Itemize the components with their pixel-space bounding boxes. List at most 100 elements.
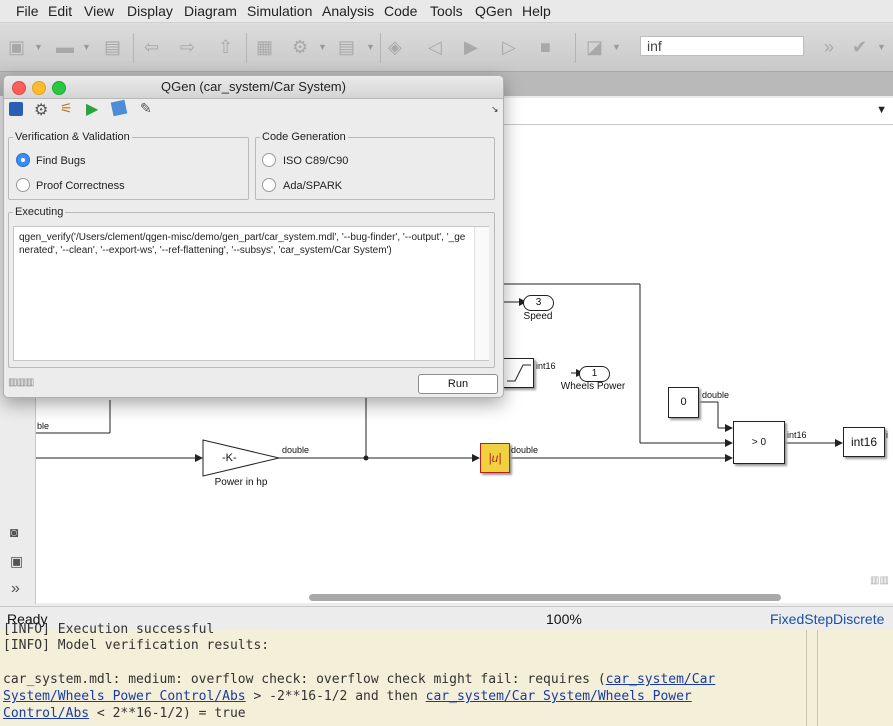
find-bugs-radio[interactable] — [16, 153, 30, 167]
horizontal-scrollbar[interactable] — [309, 594, 781, 601]
find-bugs-label[interactable]: Find Bugs — [36, 155, 86, 167]
up-icon[interactable]: ⇧ — [218, 37, 234, 57]
menu-view[interactable]: View — [84, 3, 115, 19]
dialog-titlebar[interactable]: QGen (car_system/Car System) — [4, 76, 503, 99]
switch-block[interactable]: > 0 — [733, 421, 785, 464]
signal-type-label: ble — [37, 421, 50, 431]
console-panel: [INFO] Execution successful [INFO] Model… — [0, 622, 893, 726]
console-line: car_system.mdl: medium: overflow check: … — [3, 672, 715, 687]
console-line: [INFO] Model verification results: — [3, 638, 270, 653]
wrench-icon[interactable]: ✎ — [140, 100, 152, 116]
resize-grip-icon[interactable]: ▥▥ — [870, 575, 889, 586]
signal-lines — [36, 283, 843, 477]
outport-wheels-power[interactable]: 1 — [579, 366, 610, 382]
library-browser-icon[interactable]: ▦ — [256, 37, 274, 57]
command-output[interactable]: qgen_verify('/Users/clement/qgen-misc/de… — [13, 226, 489, 361]
convert-block[interactable]: int16 — [843, 427, 885, 457]
console-text: < 2**16-1/2) = true — [89, 706, 246, 721]
abs-block[interactable]: |u| — [480, 443, 510, 473]
chevron-down-icon[interactable]: ▼ — [82, 42, 91, 52]
menu-diagram[interactable]: Diagram — [184, 3, 237, 19]
ada-spark-radio[interactable] — [262, 178, 276, 192]
back-icon[interactable]: ⇦ — [144, 37, 160, 57]
proof-correctness-radio[interactable] — [16, 178, 30, 192]
chevron-down-icon[interactable]: ▼ — [366, 42, 375, 52]
ada-spark-label[interactable]: Ada/SPARK — [283, 180, 343, 192]
stop-time-input[interactable]: inf — [640, 36, 804, 56]
iso-c-radio[interactable] — [262, 153, 276, 167]
hierarchy-icon[interactable]: ⚟ — [60, 100, 73, 116]
menu-bar: File Edit View Display Diagram Simulatio… — [0, 0, 893, 23]
gear-icon[interactable]: ⚙ — [34, 102, 49, 119]
save-icon[interactable]: ▤ — [104, 37, 122, 57]
signal-type-label: int16 — [536, 361, 556, 371]
console-line: System/Wheels Power Control/Abs > -2**16… — [3, 689, 692, 704]
verification-legend: Verification & Validation — [15, 131, 130, 143]
stop-icon[interactable]: ■ — [540, 37, 551, 57]
model-path-bar[interactable]: ▼ — [503, 98, 893, 125]
play-icon[interactable]: ▶ — [86, 101, 99, 118]
outport-wheels-power-label: Wheels Power — [560, 381, 626, 392]
open-folder-icon[interactable]: ▬ — [56, 37, 74, 57]
camera-icon[interactable]: ◙ — [10, 524, 19, 540]
scope-icon[interactable]: ◪ — [586, 37, 604, 57]
step-back-icon[interactable]: ◁ — [428, 37, 442, 57]
iso-c-label[interactable]: ISO C89/C90 — [283, 155, 349, 167]
menu-display[interactable]: Display — [127, 3, 173, 19]
chevron-down-icon[interactable]: ▼ — [34, 42, 43, 52]
chevron-down-icon[interactable]: ▼ — [876, 104, 887, 116]
menu-help[interactable]: Help — [522, 3, 551, 19]
signal-type-label: double — [282, 445, 310, 455]
menu-qgen[interactable]: QGen — [475, 3, 513, 19]
chevron-down-icon[interactable]: ▼ — [318, 42, 327, 52]
console-link[interactable]: System/Wheels Power Control/Abs — [3, 689, 246, 704]
report-icon[interactable] — [110, 99, 128, 117]
run-button[interactable]: Run — [418, 374, 498, 394]
minimize-window-button[interactable] — [32, 81, 46, 95]
command-scrollbar[interactable] — [474, 227, 489, 360]
save-icon[interactable] — [9, 102, 23, 116]
outport-speed[interactable]: 3 — [523, 295, 554, 311]
code-generation-legend: Code Generation — [262, 131, 346, 143]
proof-correctness-label[interactable]: Proof Correctness — [36, 180, 125, 192]
debug-icon[interactable]: ◈ — [388, 37, 402, 57]
status-text: Ready — [7, 611, 48, 627]
menu-analysis[interactable]: Analysis — [322, 3, 375, 19]
model-explorer-icon[interactable]: ▤ — [338, 37, 356, 57]
run-icon[interactable]: ▶ — [464, 37, 478, 57]
signal-type-label: double — [511, 445, 539, 455]
console-text: > -2**16-1/2 and then — [245, 689, 426, 704]
constant-block[interactable]: 0 — [668, 387, 699, 418]
console-link[interactable]: car_system/Car — [605, 672, 716, 687]
menu-file[interactable]: File — [16, 3, 39, 19]
outport-speed-label: Speed — [523, 311, 553, 322]
gain-block-label: Power in hp — [214, 477, 268, 488]
console-link[interactable]: Control/Abs — [3, 706, 90, 721]
step-forward-icon[interactable]: ▷ — [502, 37, 516, 57]
expand-icon[interactable]: » — [11, 580, 20, 597]
solver-name[interactable]: FixedStepDiscrete — [770, 611, 885, 627]
signal-type-label: int16 — [787, 430, 807, 440]
new-model-icon[interactable]: ▣ — [8, 37, 26, 57]
executing-legend: Executing — [15, 206, 64, 218]
close-window-button[interactable] — [12, 81, 26, 95]
image-icon[interactable]: ▣ — [10, 553, 24, 569]
zoom-level: 100% — [546, 611, 582, 627]
resize-arrow-icon[interactable]: ↘ — [491, 104, 499, 114]
qgen-dialog: QGen (car_system/Car System) ⚙ ⚟ ▶ ✎ ↘ V… — [3, 75, 504, 398]
chevron-down-icon[interactable]: ▼ — [877, 42, 886, 52]
saturation-block[interactable] — [502, 358, 534, 388]
check-icon[interactable]: ✔ — [852, 37, 868, 57]
console-line: Control/Abs < 2**16-1/2) = true — [3, 706, 246, 721]
more-icon[interactable]: » — [824, 37, 835, 57]
menu-tools[interactable]: Tools — [430, 3, 463, 19]
forward-icon[interactable]: ⇨ — [180, 37, 196, 57]
chevron-down-icon[interactable]: ▼ — [612, 42, 621, 52]
zoom-window-button[interactable] — [52, 81, 66, 95]
settings-gear-icon[interactable]: ⚙ — [292, 37, 309, 57]
menu-edit[interactable]: Edit — [48, 3, 73, 19]
menu-simulation[interactable]: Simulation — [247, 3, 313, 19]
gain-block-text[interactable]: -K- — [222, 452, 237, 464]
console-link[interactable]: car_system/Car System/Wheels Power — [425, 689, 692, 704]
menu-code[interactable]: Code — [384, 3, 418, 19]
